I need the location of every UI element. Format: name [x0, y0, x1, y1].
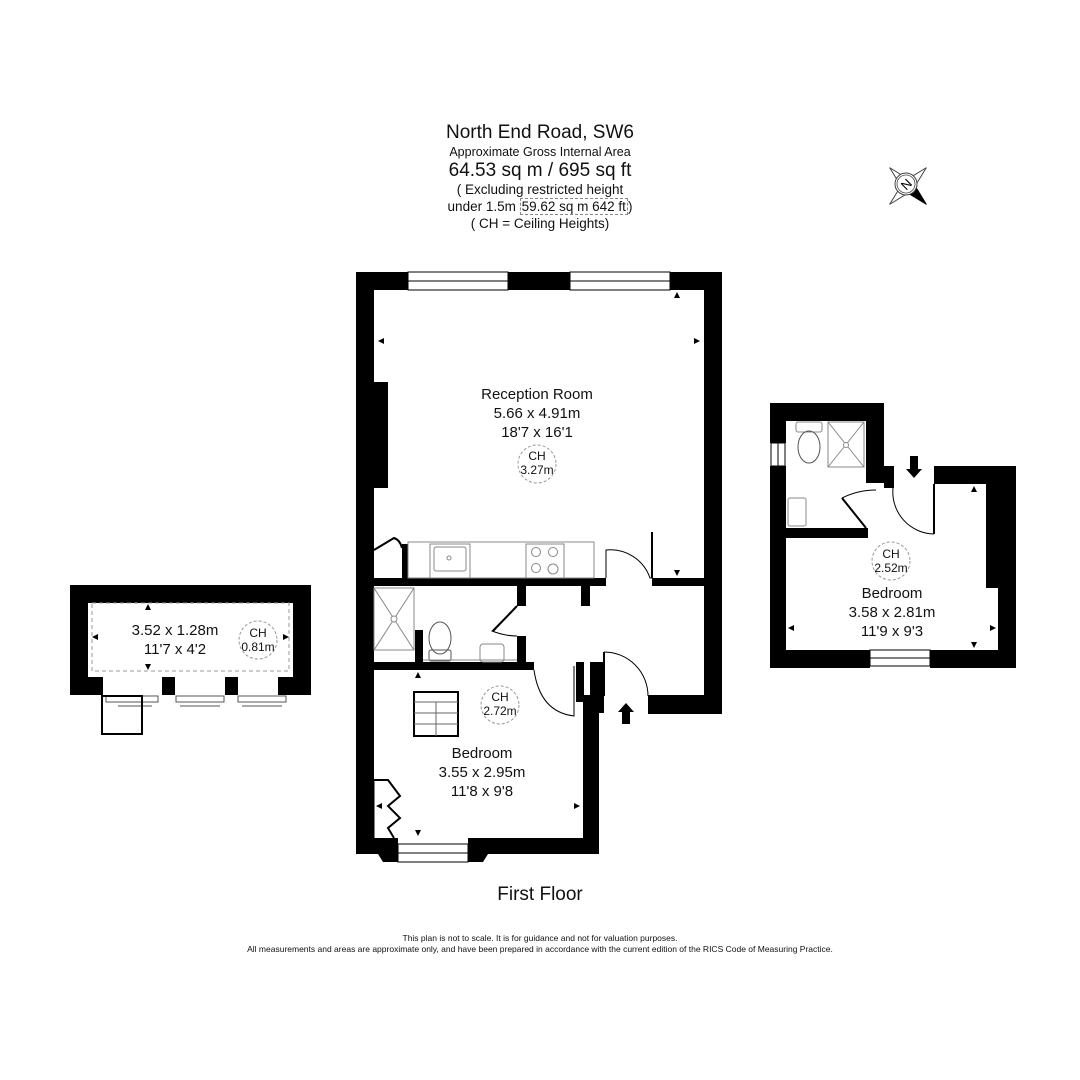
ch-label: CH — [249, 626, 267, 640]
room-name: Bedroom — [861, 585, 923, 602]
entrance-arrow-icon — [618, 703, 634, 724]
ch-badge-bedroom-2: CH 2.52m — [861, 547, 921, 575]
disclaimer-line-1: This plan is not to scale. It is for gui… — [402, 933, 678, 943]
entrance-arrow-down-icon — [906, 456, 922, 478]
main-unit-walls — [356, 271, 722, 863]
ch-badge-bedroom-1: CH 2.72m — [470, 690, 530, 718]
disclaimer: This plan is not to scale. It is for gui… — [140, 933, 940, 955]
ch-badge-loft: CH 0.81m — [228, 626, 288, 654]
room-label-bedroom-1: Bedroom 3.55 x 2.95m 11'8 x 9'8 — [382, 744, 582, 801]
ch-label: CH — [491, 690, 509, 704]
room-imperial: 11'9 x 9'3 — [860, 623, 924, 640]
right-unit-walls — [770, 403, 1016, 668]
room-metric: 3.52 x 1.28m — [131, 622, 219, 639]
room-name: Reception Room — [481, 386, 593, 403]
room-label-bedroom-2: Bedroom 3.58 x 2.81m 11'9 x 9'3 — [792, 584, 992, 641]
compass-north-icon: N — [889, 167, 927, 205]
room-name: Bedroom — [451, 745, 513, 762]
ch-value: 2.52m — [874, 561, 908, 575]
gross-area: 64.53 sq m / 695 sq ft — [448, 160, 632, 181]
staircase-bedroom — [413, 691, 459, 737]
loft-staircase — [101, 695, 143, 735]
room-imperial: 18'7 x 16'1 — [501, 424, 573, 441]
floor-label: First Floor — [497, 884, 583, 905]
plan-header: North End Road, SW6 Approximate Gross In… — [390, 122, 690, 232]
room-metric: 3.55 x 2.95m — [438, 764, 526, 781]
excluding-note-line2: under 1.5m 59.62 sq m 642 ft) — [390, 198, 690, 215]
disclaimer-line-2: All measurements and areas are approxima… — [247, 944, 833, 954]
loft-walls — [70, 585, 311, 695]
room-metric: 3.58 x 2.81m — [848, 604, 936, 621]
kitchen-counter — [407, 541, 595, 579]
room-imperial: 11'7 x 4'2 — [143, 641, 207, 658]
room-imperial: 11'8 x 9'8 — [450, 783, 514, 800]
excluding-suffix: ) — [627, 199, 633, 214]
restricted-area-value: 59.62 sq m 642 ft — [519, 198, 628, 215]
excluding-prefix: under 1.5m — [447, 199, 516, 214]
ensuite-fixtures — [787, 421, 865, 527]
excluding-note-line1: ( Excluding restricted height — [456, 182, 624, 197]
room-label-loft: 3.52 x 1.28m 11'7 x 4'2 — [100, 621, 250, 659]
ch-label: CH — [882, 547, 900, 561]
room-metric: 5.66 x 4.91m — [493, 405, 581, 422]
area-subtitle: Approximate Gross Internal Area — [449, 145, 631, 159]
room-label-reception: Reception Room 5.66 x 4.91m 18'7 x 16'1 — [437, 385, 637, 442]
ch-badge-reception: CH 3.27m — [507, 449, 567, 477]
ceiling-height-note: ( CH = Ceiling Heights) — [470, 216, 610, 231]
ch-value: 3.27m — [520, 463, 554, 477]
property-title: North End Road, SW6 — [446, 122, 634, 143]
ch-value: 2.72m — [483, 704, 517, 718]
ch-label: CH — [528, 449, 546, 463]
bathroom-fixtures — [373, 587, 517, 663]
ch-value: 0.81m — [241, 640, 275, 654]
